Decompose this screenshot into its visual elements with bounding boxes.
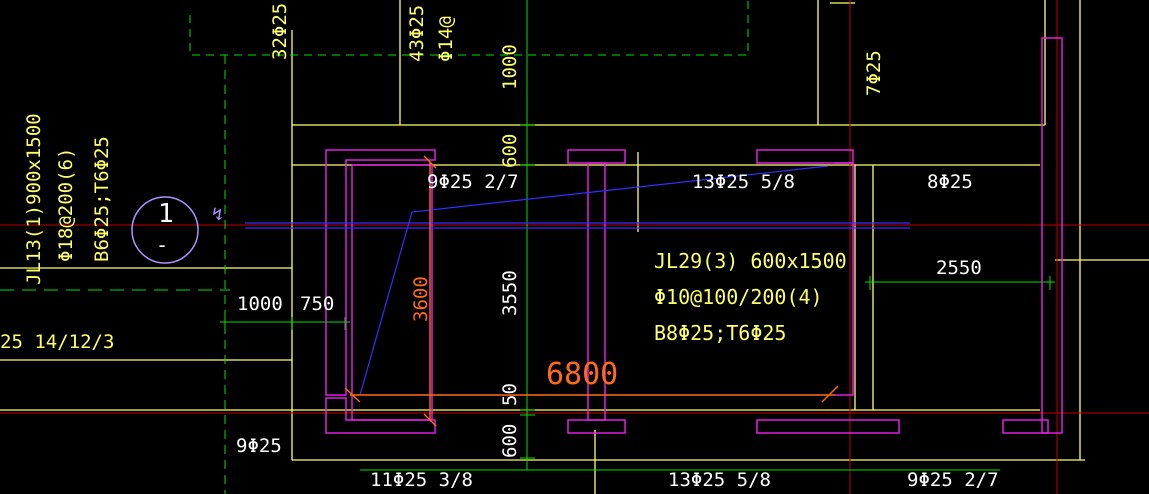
dim-label-6800: 6800: [546, 357, 618, 392]
dim-label-50: 50: [499, 383, 521, 406]
rebar-label-13-top: 13Φ25 5/8: [692, 171, 795, 193]
rebar-label-11-bottom: 11Φ25 3/8: [370, 469, 473, 491]
rebar-label-8-top: 8Φ25: [927, 171, 973, 193]
rebar-label-9-bottom: 9Φ25 2/7: [907, 469, 999, 491]
section-number: 1: [158, 199, 174, 229]
dim-label-3600: 3600: [410, 276, 432, 322]
rebar-label-left-mid: 25 14/12/3: [0, 331, 114, 353]
rebar-label-7: 7Φ25: [863, 50, 885, 96]
section-sub: -: [156, 233, 168, 257]
dim-label-1000-top: 1000: [499, 44, 521, 90]
dim-label-3550: 3550: [499, 270, 521, 316]
beam29-label-1: JL29(3) 600x1500: [654, 249, 847, 273]
dimension-lines-green: [0, 0, 1055, 494]
rebar-label-13-bottom: 13Φ25 5/8: [668, 469, 771, 491]
rebar-label-9-left: 9Φ25: [236, 435, 282, 457]
beam29-label-2: Φ10@100/200(4): [654, 285, 823, 309]
stirrup-label-14: Φ14@: [435, 16, 457, 62]
dim-label-2550: 2550: [936, 257, 982, 279]
section-arrow-icon: ↯: [212, 204, 223, 225]
dim-label-600-bottom: 600: [499, 424, 521, 458]
dim-label-600-top: 600: [499, 134, 521, 168]
rebar-label-9-top: 9Φ25 2/7: [427, 171, 519, 193]
rebar-label-32: 32Φ25: [269, 3, 291, 60]
dim-label-1000-left: 1000: [237, 293, 283, 315]
dim-label-750: 750: [300, 293, 334, 315]
labels-layer: 32Φ25 43Φ25 Φ14@ 1000 7Φ25 600 JL13(1)90…: [0, 3, 999, 491]
reference-lines-blue: [245, 165, 910, 396]
pile-outlines-magenta: [131, 37, 1063, 434]
dimension-lines-orange: [344, 155, 839, 427]
beam13-label-1: JL13(1)900x1500: [23, 113, 45, 285]
beam29-label-3: B8Φ25;T6Φ25: [654, 321, 786, 345]
beam13-label-3: B6Φ25;T6Φ25: [91, 136, 113, 262]
beam13-label-2: Φ18@200(6): [55, 148, 77, 262]
rebar-label-43: 43Φ25: [406, 5, 428, 62]
